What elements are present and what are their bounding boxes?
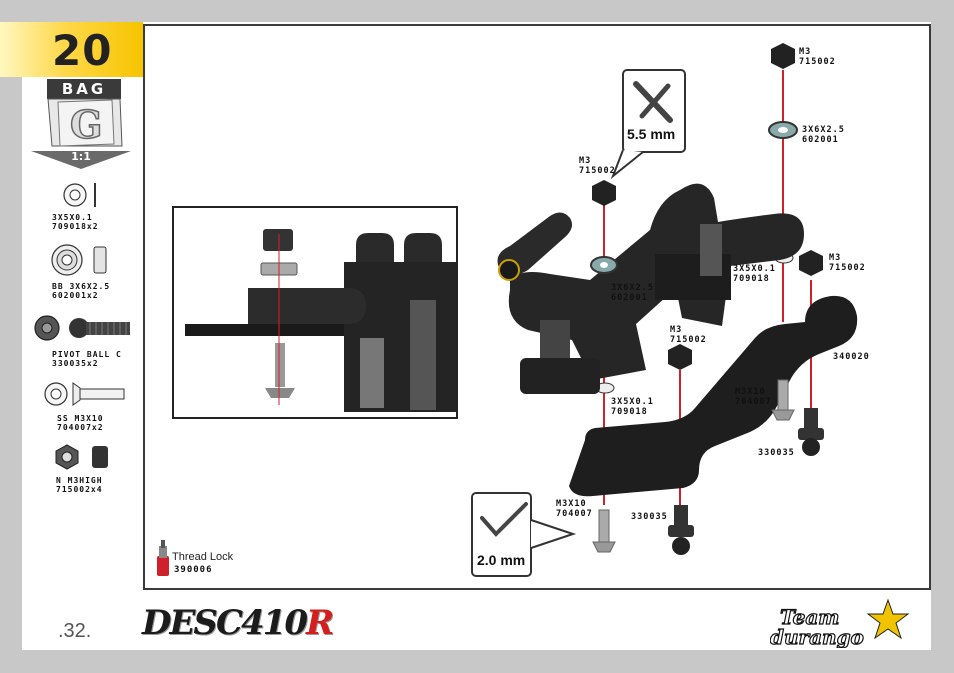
svg-text:durango: durango [770, 625, 864, 648]
brand-main: DESC410 [142, 603, 308, 643]
scale-arrow [31, 151, 131, 169]
callout-m3-top-name: M3 [799, 47, 812, 57]
step-number: 20 [52, 26, 113, 75]
callout-screw-left-name: M3X10 [556, 499, 587, 509]
thread-lock-code: 390006 [174, 565, 213, 575]
part-1-code: 709018x2 [52, 222, 99, 231]
part-4-name: SS M3X10 [57, 414, 104, 423]
callout-screw-left-code: 704007 [556, 509, 593, 519]
part-3-name: PIVOT BALL C [52, 350, 122, 359]
svg-text:Team: Team [780, 605, 839, 629]
part-5-name: N M3HIGH [56, 476, 103, 485]
part-4-code: 704007x2 [57, 423, 104, 432]
callout-washer-left-code: 709018 [611, 407, 648, 417]
callout-ball-right-code: 330035 [758, 448, 795, 458]
part-2-name: BB 3X6X2.5 [52, 282, 111, 291]
brand-accent: R [306, 603, 334, 643]
callout-m3-right-name: M3 [829, 253, 842, 263]
page-number: .32. [58, 620, 92, 642]
part-3-code: 330035x2 [52, 359, 99, 368]
callout-m3-left-name: M3 [579, 156, 592, 166]
thread-lock-label: Thread Lock [172, 551, 234, 563]
callout-ball-left-code: 330035 [631, 512, 668, 522]
part-1-name: 3X5X0.1 [52, 213, 93, 222]
callout-screw-right-code: 704007 [735, 397, 772, 407]
callout-bearing-right-code: 602001 [802, 135, 839, 145]
callout-m3-left-code: 715002 [579, 166, 616, 176]
callout-washer-right-code: 709018 [733, 274, 770, 284]
callout-m3-center-name: M3 [670, 325, 683, 335]
callout-washer-right-name: 3X5X0.1 [733, 264, 776, 274]
part-2-code: 602001x2 [52, 291, 99, 300]
callout-plate-code: 340020 [833, 352, 870, 362]
bag-label: BAG [47, 79, 121, 99]
team-durango-logo: Team durango [770, 598, 910, 648]
callout-bearing-left-name: 3X6X2.5 [611, 283, 654, 293]
scale-label: 1:1 [71, 150, 91, 163]
wrench-size-label: 5.5 mm [627, 126, 676, 142]
callout-screw-right-name: M3X10 [735, 387, 766, 397]
callout-m3-right-code: 715002 [829, 263, 866, 273]
part-5-code: 715002x4 [56, 485, 103, 494]
hex-size-label: 2.0 mm [477, 552, 526, 568]
callout-bearing-left-code: 602001 [611, 293, 648, 303]
brand-logo: DESC410R [142, 603, 334, 643]
assembly-frame [143, 24, 931, 590]
step-tab [0, 22, 143, 77]
callout-m3-top-code: 715002 [799, 57, 836, 67]
callout-washer-left-name: 3X5X0.1 [611, 397, 654, 407]
callout-m3-center-code: 715002 [670, 335, 707, 345]
bag-letter: G [69, 101, 103, 148]
callout-bearing-right-name: 3X6X2.5 [802, 125, 845, 135]
